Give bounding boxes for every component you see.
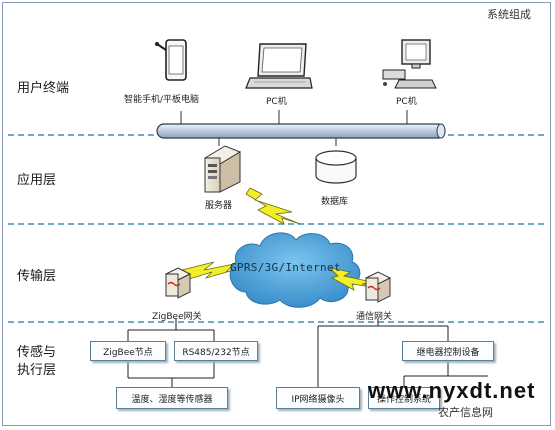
rs485-node-box: RS485/232节点 bbox=[174, 341, 258, 361]
zigbee-gateway-icon bbox=[164, 267, 192, 299]
watermark-url: www.nyxdt.net bbox=[368, 378, 536, 403]
database-icon bbox=[315, 150, 357, 184]
pc2-caption: PC机 bbox=[396, 97, 417, 107]
device-connectors bbox=[127, 318, 488, 388]
comm-gateway-icon bbox=[364, 271, 392, 303]
sensors-box: 温度、湿度等传感器 bbox=[116, 387, 228, 409]
layer-divider-3 bbox=[8, 321, 544, 323]
desktop-pc-icon bbox=[382, 39, 437, 89]
ip-camera-box: IP网络摄像头 bbox=[276, 387, 360, 409]
layer-label-sensing-1: 传感与 bbox=[17, 345, 57, 360]
zigbee-node-box: ZigBee节点 bbox=[90, 341, 166, 361]
diagram-frame bbox=[2, 2, 551, 426]
layer-label-application: 应用层 bbox=[17, 173, 57, 188]
zigbee-gateway-caption: ZigBee网关 bbox=[152, 312, 202, 322]
server-icon bbox=[203, 145, 242, 193]
smartphone-icon bbox=[155, 39, 187, 81]
pc1-caption: PC机 bbox=[266, 97, 287, 107]
control-system-box: 操作控制系统 bbox=[368, 387, 440, 409]
internet-cloud bbox=[229, 232, 361, 308]
cloud-label: GPRS/3G/Internet bbox=[230, 261, 341, 274]
watermark-badge: 农产信息网 bbox=[438, 406, 493, 419]
database-caption: 数据库 bbox=[321, 197, 349, 207]
diagram-title: 系统组成 bbox=[487, 8, 531, 21]
layer-label-transport: 传输层 bbox=[17, 269, 57, 284]
laptop-icon bbox=[245, 43, 313, 89]
server-caption: 服务器 bbox=[205, 201, 233, 211]
network-bus bbox=[156, 123, 446, 139]
layer-label-user-terminal: 用户终端 bbox=[17, 81, 70, 96]
layer-label-sensing-2: 执行层 bbox=[17, 363, 57, 378]
layer-divider-2 bbox=[8, 223, 544, 225]
comm-gateway-caption: 通信网关 bbox=[356, 312, 393, 322]
relay-box: 继电器控制设备 bbox=[402, 341, 494, 361]
terminal-connectors bbox=[180, 110, 408, 146]
smartphone-caption: 智能手机/平板电脑 bbox=[124, 95, 200, 105]
